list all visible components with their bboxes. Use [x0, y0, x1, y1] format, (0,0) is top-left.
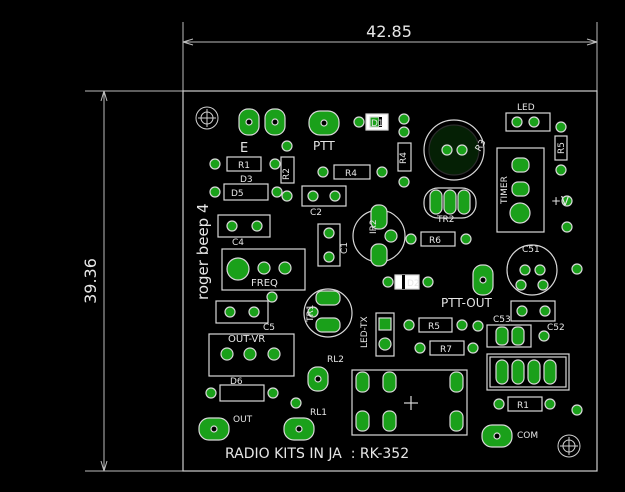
resistor-r7: [414, 340, 479, 356]
label-rl2: RL2: [327, 355, 344, 365]
label-r1-bottom: R1: [517, 401, 529, 411]
board-footer: RADIO KITS IN JA : RK-352: [225, 446, 409, 462]
capacitor-c5: [215, 300, 269, 324]
diode-d2: [382, 274, 434, 290]
resistor-r6: [405, 231, 472, 247]
label-d2: D2: [407, 279, 420, 289]
relay-rl2: [307, 366, 329, 392]
resistor-r5-middle: [403, 317, 468, 333]
label-r4: R4: [345, 169, 357, 179]
capacitor-c51: [506, 244, 558, 296]
label-c4: C4: [232, 238, 244, 248]
label-r1: R1: [238, 161, 250, 171]
capacitor-c2: [301, 185, 347, 207]
resistor-r4-horizontal: [317, 164, 388, 180]
label-d5: D5: [231, 189, 244, 199]
diode-array: [486, 353, 570, 391]
label-ptt: PTT: [313, 139, 335, 153]
resistor-r1-bottom: [493, 396, 556, 412]
connector-com: [481, 424, 513, 448]
led-socket: [505, 112, 551, 132]
pad-r1-side: [571, 404, 583, 416]
resistor-r4: [397, 126, 412, 188]
via: [290, 397, 302, 409]
label-r2: R2: [282, 168, 292, 180]
label-c5: C5: [263, 323, 275, 333]
label-rl1: RL1: [310, 408, 327, 418]
connector-out: [198, 417, 230, 441]
label-r6: R6: [429, 236, 441, 246]
diode-d1: [365, 113, 389, 131]
board-title: roger beep 4: [194, 203, 212, 300]
label-c51: C51: [522, 245, 540, 255]
timer-pot: [496, 147, 545, 233]
via: [266, 291, 278, 303]
label-r7: R7: [440, 345, 452, 355]
resistor-r3: [280, 140, 295, 202]
dimension-width-label: 42.85: [366, 22, 412, 41]
ic-ir2: [352, 204, 406, 267]
diode-d3: [209, 183, 283, 201]
label-timer: TIMER: [500, 176, 510, 205]
power-pads-plus-v: [561, 195, 573, 233]
label-vplus: +V: [551, 194, 570, 208]
dimension-height: [85, 90, 183, 472]
freq-pot: [221, 248, 306, 291]
connector-ptt-out: [472, 264, 494, 296]
label-c52: C52: [547, 323, 565, 333]
label-out-vr: OUT-VR: [228, 334, 265, 345]
pad-c51-side: [571, 263, 583, 275]
relay-rl1: [283, 417, 315, 441]
led-tx: [375, 312, 395, 357]
resistor-r5: [554, 121, 568, 176]
via: [353, 116, 365, 128]
label-ptt-out: PTT-OUT: [441, 296, 492, 310]
transistor-tr1: [303, 288, 353, 338]
label-led: LED: [517, 103, 535, 113]
label-led-tx: LED-TX: [360, 316, 370, 348]
diode-d6: [205, 384, 279, 402]
connector-ptt: [308, 110, 340, 136]
capacitor-c53: [472, 320, 550, 348]
label-r5-middle: R5: [428, 322, 440, 332]
connector-e: [238, 108, 286, 136]
dimension-height-label: 39.36: [81, 258, 100, 304]
capacitor-c4: [217, 214, 271, 238]
label-r5: R5: [557, 142, 567, 154]
label-d1: D1: [371, 119, 384, 129]
label-e: E: [240, 141, 248, 156]
label-tr2: TR2: [436, 215, 454, 225]
label-d6: D6: [230, 377, 243, 387]
transistor-tr2: [423, 187, 477, 219]
label-c1: C1: [340, 242, 350, 254]
out-vr-pot: [208, 333, 295, 377]
capacitor-c52: [510, 279, 556, 322]
dimension-width: [182, 22, 598, 91]
label-out: OUT: [233, 415, 253, 425]
label-ir2: IR2: [369, 219, 379, 234]
label-d3: D3: [240, 175, 253, 185]
mounting-hole-top-left: [195, 106, 219, 130]
label-c2: C2: [310, 208, 322, 218]
label-tr1: TR1: [306, 305, 316, 323]
mounting-hole-bottom-right: [557, 434, 581, 458]
capacitor-c1: [317, 223, 341, 267]
capacitor-c7: [423, 119, 485, 181]
resistor-r1: [209, 156, 281, 172]
label-freq: FREQ: [251, 278, 278, 289]
label-c53: C53: [493, 315, 511, 325]
via: [398, 113, 410, 125]
relay-block: [351, 369, 468, 436]
label-r4-vertical: R4: [399, 152, 409, 164]
label-com: COM: [517, 431, 538, 441]
